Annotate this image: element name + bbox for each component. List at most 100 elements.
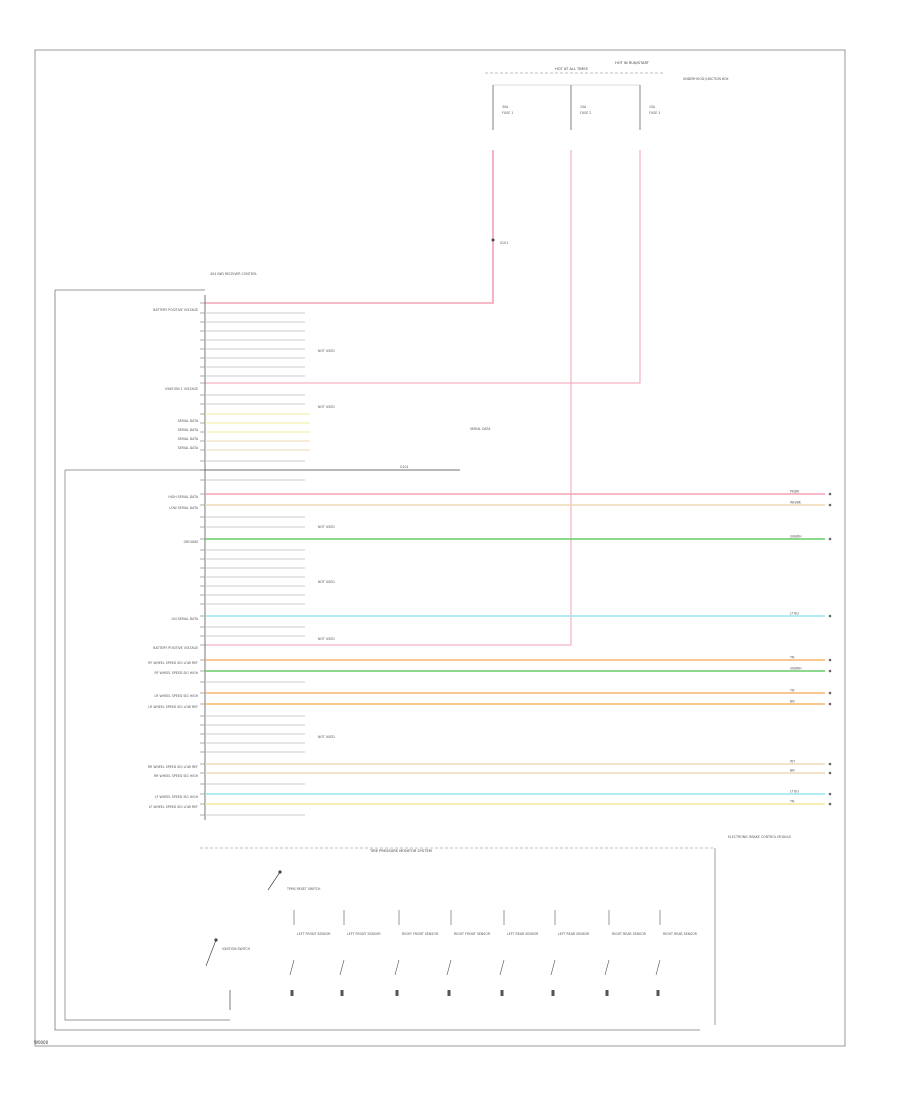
module-note: 4X4 IWD RECEIVER CONTROL — [210, 272, 257, 276]
fuse-1: 30A FUSE 1 — [492, 85, 513, 130]
pin-label: LF WHEEL SPEED SIG HIGH — [155, 795, 199, 799]
pin-label: SERIAL DATA — [178, 428, 199, 432]
wire-terminal — [828, 762, 832, 766]
tpms-sensor-list: LEFT FRONT SENSOR LEFT FRONT SENSOR RIGHT … — [289, 910, 698, 996]
pin-label: SERIAL DATA — [178, 437, 199, 441]
wire-rows: PK/BK WH/BK GN/WH LT BU TN GN/WH TN BN WT BN LT BU… — [200, 302, 832, 816]
wire-terminal — [828, 537, 832, 541]
splice-point — [491, 238, 495, 242]
wire-terminal — [828, 792, 832, 796]
wire-terminal — [828, 614, 832, 618]
module-outline — [54, 289, 700, 1031]
wire-code-label: BN — [790, 700, 795, 704]
pin-label: HIGH SERIAL DATA — [168, 495, 198, 499]
not-used-note: NOT USED — [318, 637, 335, 641]
hot-at-all-times: HOT AT ALL TIMES — [555, 67, 589, 71]
pin-labels: BATTERY POSITIVE VOLTAGE IGNITION 1 VOLTA… — [148, 308, 199, 809]
wire-code-label: PK/BK — [790, 490, 800, 494]
fuse-amp: 10A — [580, 105, 587, 109]
hot-in-run-start: HOT IN RUN/START — [615, 61, 650, 65]
wire-terminal — [828, 771, 832, 775]
fuse-name: FUSE 3 — [649, 111, 660, 115]
wire-code-label: TN — [789, 800, 795, 804]
wire-terminal — [828, 492, 832, 496]
serial-data-note: SERIAL DATA — [470, 427, 491, 431]
tpms-sensor-label: LEFT FRONT SENSOR — [347, 932, 381, 936]
not-used-note: NOT USED — [318, 405, 335, 409]
reset-switch: TPMS RESET SWITCH — [267, 870, 321, 891]
pin-label: SERIAL DATA — [178, 419, 199, 423]
not-used-note: NOT USED — [318, 525, 335, 529]
pin-label: IGNITION 1 VOLTAGE — [165, 387, 198, 391]
fuse-name: FUSE 2 — [580, 111, 591, 115]
tpms-sensor-label: LEFT FRONT SENSOR — [297, 932, 331, 936]
fuse-amp: 15A — [649, 105, 656, 109]
tpms-sensor-label: RIGHT REAR SENSOR — [663, 932, 698, 936]
pin-label: RF WHEEL SPEED SIG HIGH — [154, 671, 198, 675]
ignition-feed-wire — [205, 150, 641, 384]
wire-code-label: LT BU — [790, 790, 799, 794]
ignition-switch-label: IGNITION SWITCH — [222, 947, 251, 951]
wire-code-label: GN/WH — [790, 535, 802, 539]
pin-label: RF WHEEL SPEED SIG LOW REF — [148, 661, 198, 665]
splice-label: S101 — [500, 241, 508, 245]
fuse-amp: 30A — [502, 105, 509, 109]
tpms-sensor-label: RIGHT FRONT SENSOR — [454, 932, 491, 936]
tpms-sensor: LEFT REAR SENSOR — [550, 910, 590, 996]
wire-terminal — [828, 691, 832, 695]
tpms-sensor: RIGHT REAR SENSOR — [604, 910, 647, 996]
tpms-sensor: RIGHT FRONT SENSOR — [446, 910, 491, 996]
pin-label: LIN SERIAL DATA — [172, 617, 199, 621]
fuse-2: 10A FUSE 2 — [570, 85, 591, 130]
not-used-note: NOT USED — [318, 349, 335, 353]
wire-terminal — [828, 702, 832, 706]
ignition-switch: IGNITION SWITCH — [205, 938, 251, 1010]
tpms-sensor-label: RIGHT REAR SENSOR — [612, 932, 647, 936]
pin-label: BATTERY POSITIVE VOLTAGE — [153, 308, 198, 312]
diagram-frame — [34, 49, 846, 1047]
wire-terminal — [828, 658, 832, 662]
pin-label: LF WHEEL SPEED SIG LOW REF — [149, 805, 198, 809]
tpms-sensor-label: LEFT REAR SENSOR — [507, 932, 539, 936]
wire-code-label: LT BU — [790, 612, 799, 616]
tpms-sensor: RIGHT REAR SENSOR — [655, 910, 698, 996]
tpms-sensor: LEFT FRONT SENSOR — [289, 910, 331, 996]
tpms-sensor-label: LEFT REAR SENSOR — [558, 932, 590, 936]
pin-label: LR WHEEL SPEED SIG HIGH — [155, 694, 199, 698]
wire-code-label: WH/BK — [790, 501, 802, 505]
wire-terminal — [828, 802, 832, 806]
reset-switch-label: TPMS RESET SWITCH — [286, 887, 321, 891]
pin-label: RR WHEEL SPEED SIG LOW REF — [148, 765, 198, 769]
wire-terminal — [828, 669, 832, 673]
tpms-title: TIRE PRESSURE MONITOR SYSTEM — [369, 849, 432, 853]
wire-terminal — [828, 503, 832, 507]
pin-label: RR WHEEL SPEED SIG HIGH — [154, 774, 199, 778]
not-used-note: NOT USED — [318, 580, 335, 584]
wire-code-label: BN — [790, 769, 795, 773]
pin-label: GROUND — [184, 540, 199, 544]
battery-feed-wire-2 — [205, 150, 572, 646]
ground-return — [64, 469, 230, 1021]
pin-label: LR WHEEL SPEED SIG LOW REF — [148, 705, 198, 709]
wire-code-label: GN/WH — [790, 667, 802, 671]
tpms-sensor: RIGHT FRONT SENSOR — [394, 910, 439, 996]
wire-code-label: TN — [789, 656, 795, 660]
not-used-note: NOT USED — [318, 735, 335, 739]
fuse-name: FUSE 1 — [502, 111, 513, 115]
wire-code-label: WT — [790, 760, 795, 764]
fuse-3: 15A FUSE 3 — [639, 85, 660, 130]
diagram-footer-code: W0000 — [34, 1040, 49, 1045]
tpms-sensor: LEFT FRONT SENSOR — [339, 910, 381, 996]
pin-label: SERIAL DATA — [178, 446, 199, 450]
ground-point-label: G101 — [400, 465, 409, 469]
tpms-note: ELECTRONIC BRAKE CONTROL MODULE — [728, 835, 791, 839]
tpms-sensor: LEFT REAR SENSOR — [499, 910, 539, 996]
battery-feed-wire — [205, 150, 494, 304]
tpms-sensor-label: RIGHT FRONT SENSOR — [402, 932, 439, 936]
wire-code-label: TN — [789, 689, 795, 693]
pin-label: LOW SERIAL DATA — [169, 506, 199, 510]
pin-label: BATTERY POSITIVE VOLTAGE — [153, 646, 198, 650]
junction-box-note: UNDERHOOD JUNCTION BOX — [683, 77, 729, 81]
